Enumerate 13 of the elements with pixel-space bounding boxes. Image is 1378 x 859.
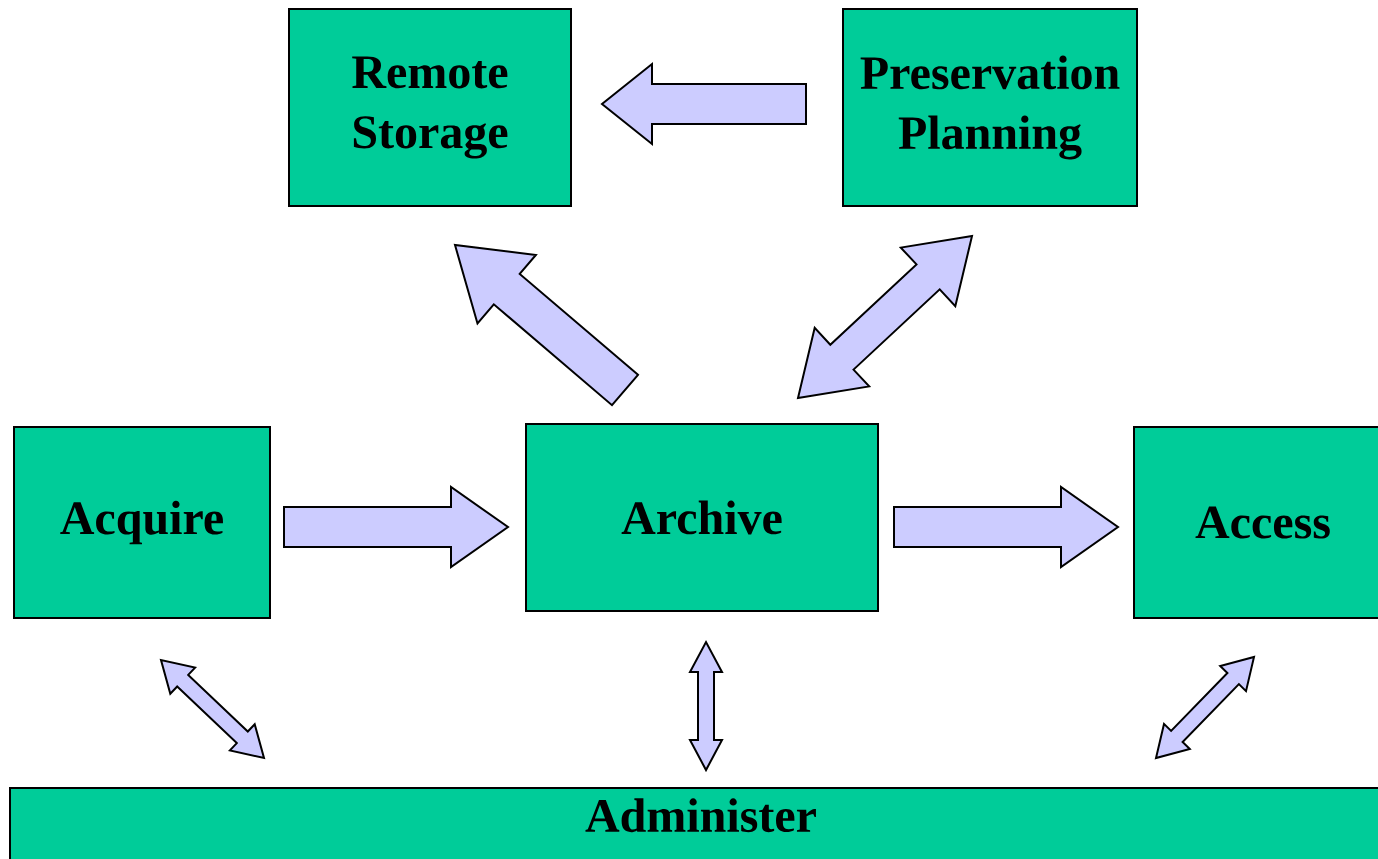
block-arrow — [283, 485, 510, 569]
block-arrow — [796, 234, 974, 400]
process-box: Archive — [525, 423, 879, 612]
process-box: Administer — [9, 787, 1378, 859]
process-box: Remote Storage — [288, 8, 572, 207]
block-arrow — [600, 61, 807, 147]
block-arrow — [1154, 655, 1256, 760]
block-arrow — [893, 485, 1120, 569]
block-arrow — [159, 658, 266, 760]
process-box: Acquire — [13, 426, 271, 619]
process-box: Access — [1133, 426, 1378, 619]
block-arrow — [688, 639, 724, 773]
process-box: Preservation Planning — [842, 8, 1138, 207]
